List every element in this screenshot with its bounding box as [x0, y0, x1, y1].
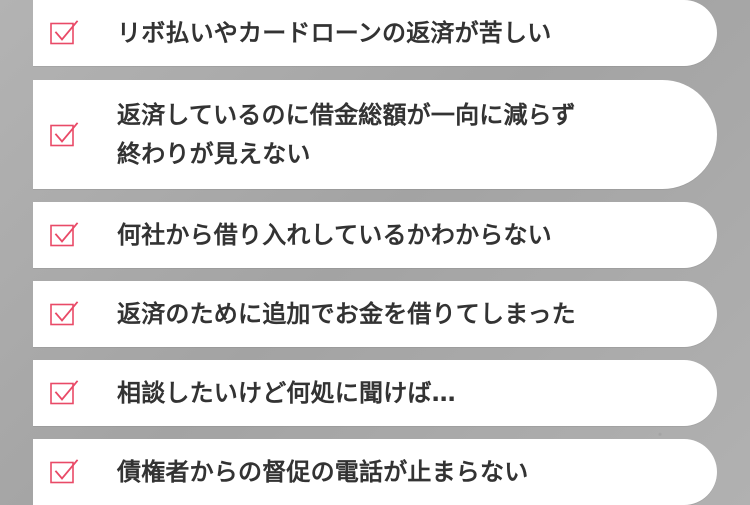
checkbox-check-icon [50, 122, 79, 147]
checklist-item-line: 債権者からの督促の電話が止まらない [117, 458, 529, 486]
checklist-item-label: 返済しているのに借金総額が一向に減らず 終わりが見えない [117, 96, 677, 174]
checkbox-check-icon [50, 380, 79, 406]
checklist-item-line: 返済のために追加でお金を借りてしまった [117, 300, 576, 328]
checklist-item-label: 何社から借り入れしているかわからない [117, 218, 685, 252]
checklist-item-label: 相談したいけど何処に聞けば… [117, 376, 685, 410]
checklist-item-line: 終わりが見えない [117, 139, 311, 168]
checklist-item: 返済のために追加でお金を借りてしまった [33, 281, 717, 347]
checkbox-check-icon [50, 20, 79, 46]
checkbox-check-icon [50, 301, 79, 327]
checklist-item-line: 何社から借り入れしているかわからない [117, 221, 552, 249]
checklist-item: 何社から借り入れしているかわからない [33, 202, 717, 268]
checklist-item: リボ払いやカードローンの返済が苦しい [33, 0, 717, 66]
checklist-item-label: 債権者からの督促の電話が止まらない [117, 455, 685, 489]
checklist-item-line: 返済しているのに借金総額が一向に減らず [117, 100, 576, 129]
checklist-item-label: リボ払いやカードローンの返済が苦しい [117, 16, 685, 50]
checklist-item-line: リボ払いやカードローンの返済が苦しい [117, 19, 552, 47]
checklist-item-label: 返済のために追加でお金を借りてしまった [117, 297, 685, 331]
checklist-item-line: 相談したいけど何処に聞けば… [117, 379, 456, 407]
checkbox-check-icon [50, 459, 79, 485]
checklist-item: 相談したいけど何処に聞けば… [33, 360, 717, 426]
checklist-item: 債権者からの督促の電話が止まらない [33, 439, 717, 505]
checkbox-check-icon [50, 222, 79, 248]
checklist-item: 返済しているのに借金総額が一向に減らず 終わりが見えない [33, 80, 717, 189]
